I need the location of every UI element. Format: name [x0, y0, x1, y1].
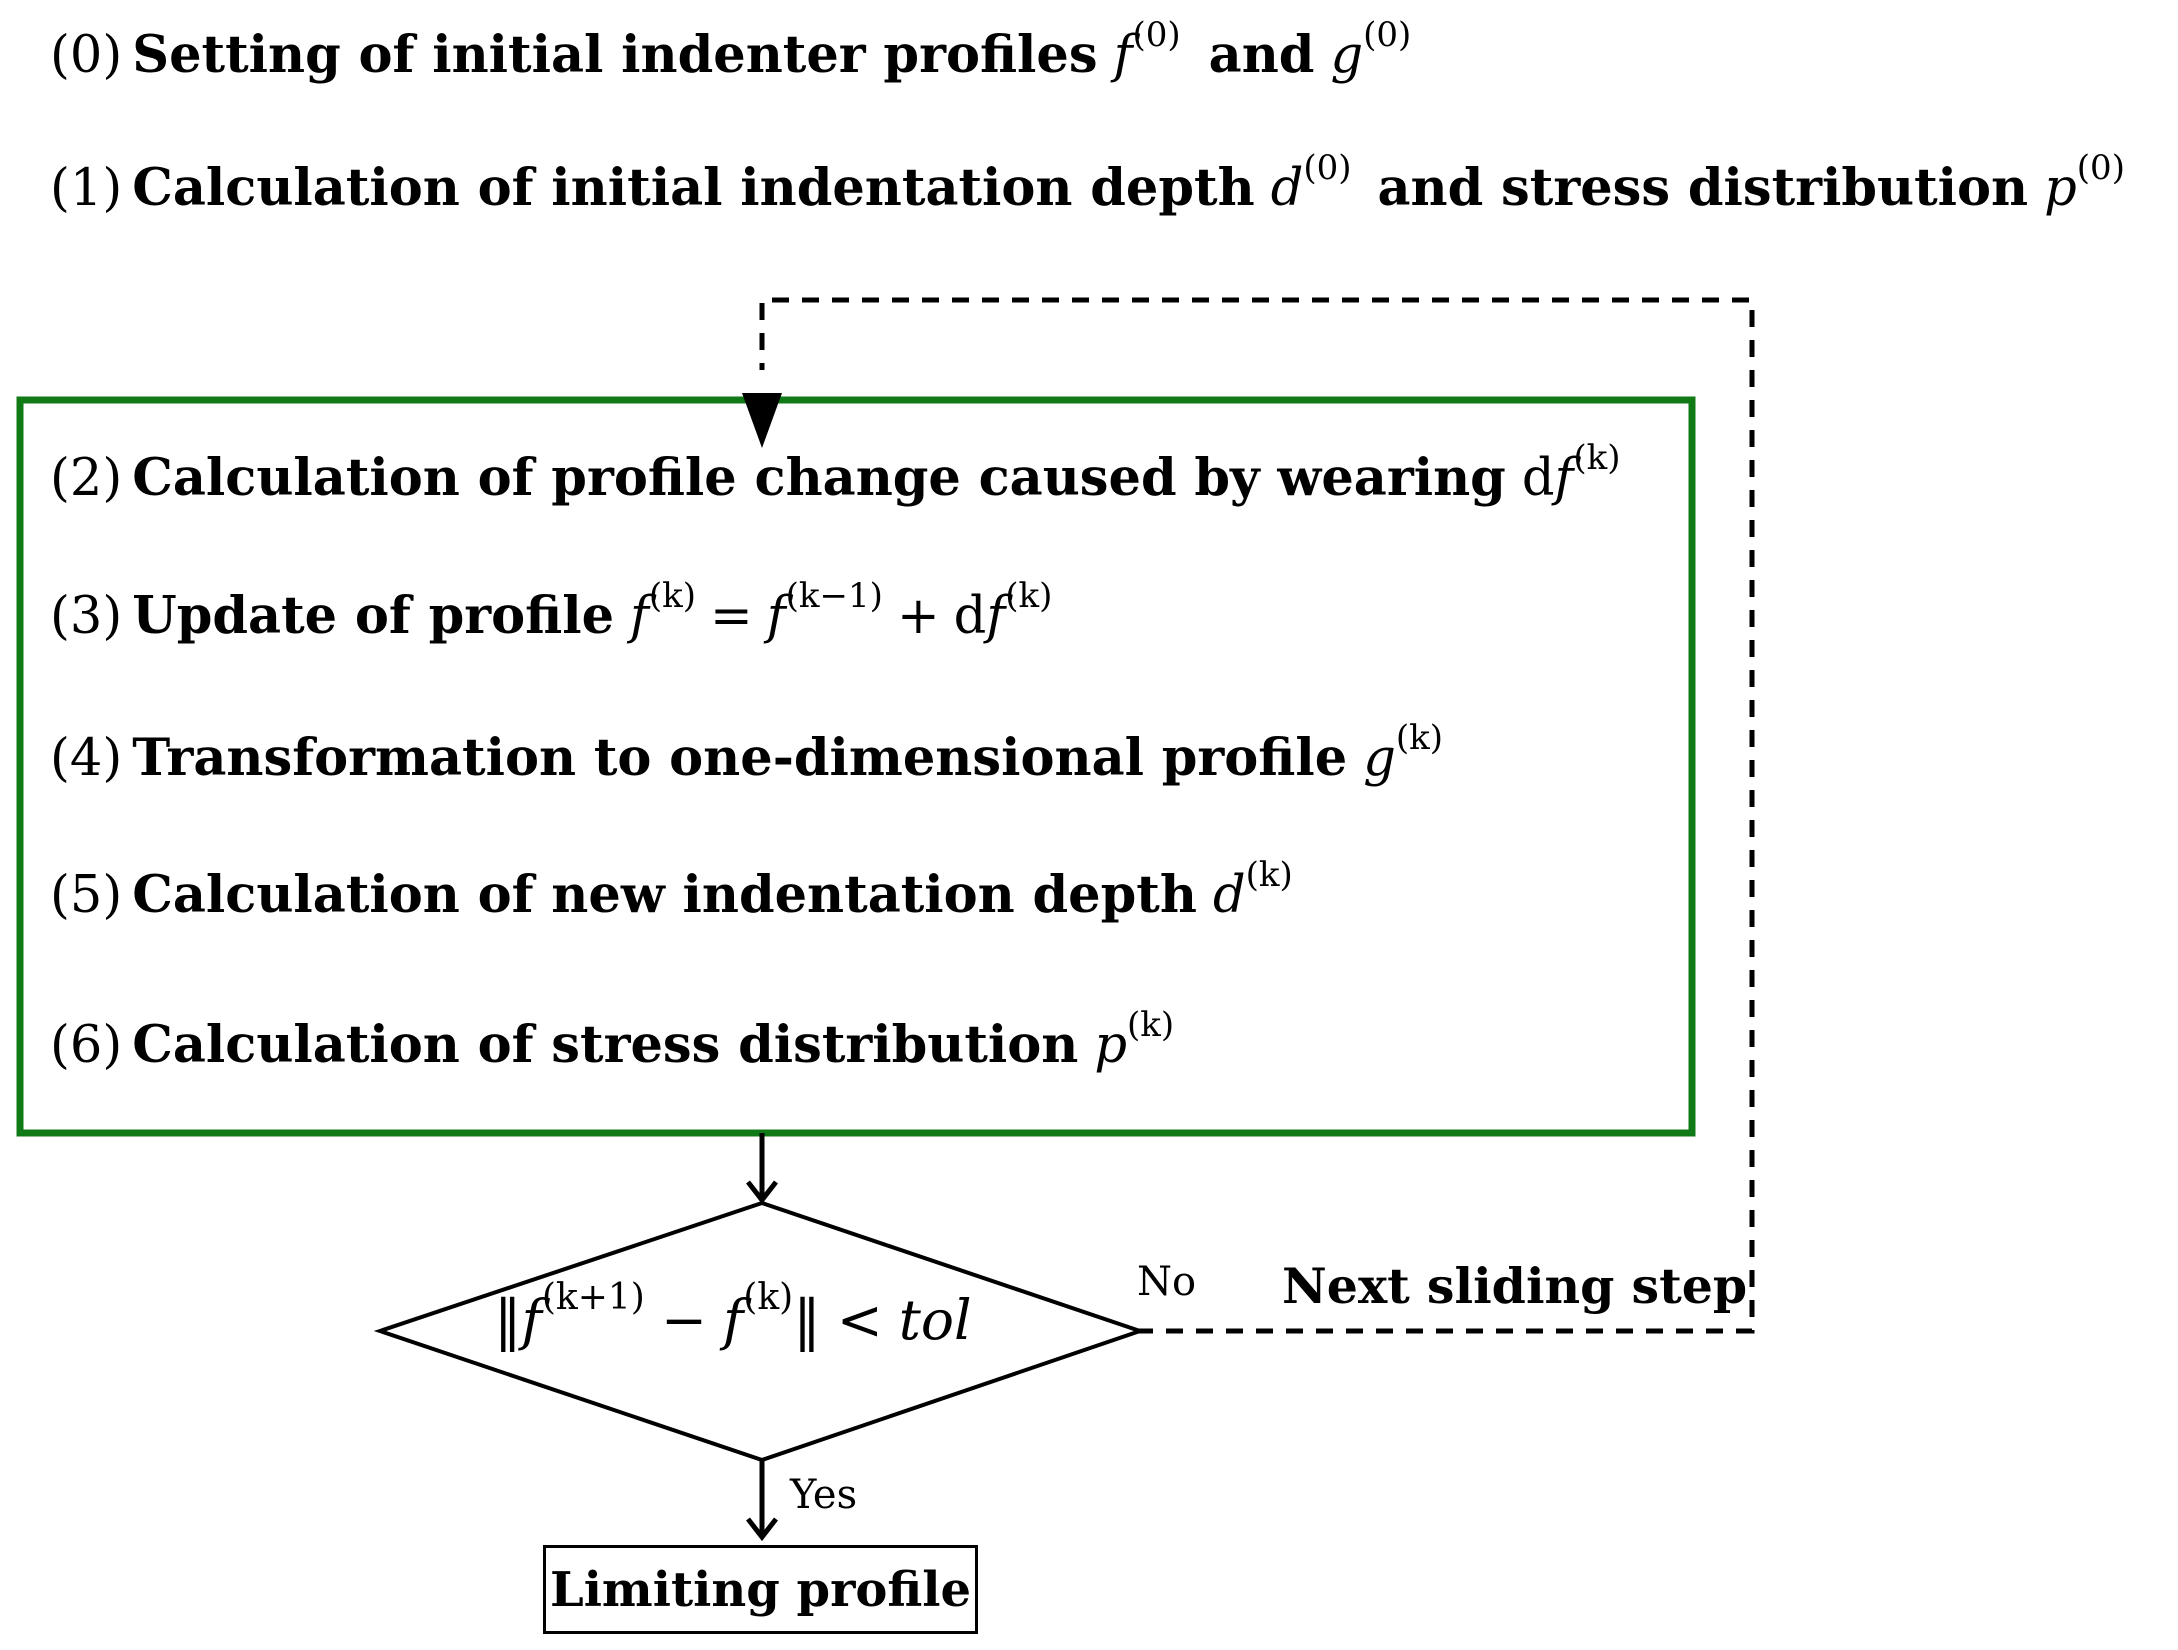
math-symbol: f: [766, 587, 786, 646]
feedback-arrowhead: [742, 393, 782, 448]
step-text: Transformation to one-dimensional profil…: [132, 728, 1348, 788]
step-math: p(k): [1094, 1008, 1174, 1075]
math-superscript: (k): [1005, 576, 1053, 616]
step-number: (1): [50, 159, 123, 218]
math-operator: <: [836, 1288, 883, 1352]
step-number: (3): [50, 587, 123, 646]
next-sliding-step-label: Next sliding step: [1282, 1257, 1748, 1315]
step-math: d(k): [1212, 858, 1293, 925]
step-number: (2): [50, 449, 123, 508]
math-symbol: f: [986, 587, 1006, 646]
step-text: Update of profile: [132, 586, 615, 646]
math-symbol: d: [1270, 159, 1304, 218]
math-symbol: f: [1113, 26, 1133, 85]
step-4: (4)Transformation to one-dimensional pro…: [50, 721, 1443, 784]
math-superscript: (0): [1363, 15, 1412, 55]
math-symbol: p: [1094, 1016, 1128, 1075]
norm-bar: ‖: [793, 1288, 821, 1352]
step-text: Calculation of new indentation depth: [132, 865, 1197, 925]
step-math: f(0): [1113, 18, 1181, 85]
step-2: (2)Calculation of profile change caused …: [50, 441, 1621, 504]
math-superscript: (k): [1395, 718, 1443, 758]
step-math: df(k): [1521, 441, 1621, 508]
convergence-condition: ‖f(k+1)−f(k)‖<tol: [494, 1280, 972, 1353]
norm-bar: ‖: [494, 1288, 522, 1352]
math-symbol: p: [2044, 159, 2077, 218]
limiting-profile-label: Limiting profile: [549, 1561, 972, 1618]
math-superscript: (k+1): [541, 1277, 645, 1318]
math-operator: =: [710, 587, 753, 646]
step-joiner: and stress distribution: [1377, 158, 2029, 218]
math-symbol: f: [1554, 449, 1574, 508]
step-number: (4): [50, 729, 123, 788]
math-superscript: (k): [743, 1277, 794, 1318]
step-number: (0): [50, 26, 123, 85]
math-differential: d: [1521, 449, 1555, 508]
math-symbol: f: [521, 1288, 542, 1352]
math-superscript: (0): [2076, 148, 2125, 188]
no-branch-label: No: [1137, 1259, 1197, 1305]
math-superscript: (k−1): [785, 576, 883, 616]
math-superscript: (0): [1132, 15, 1181, 55]
math-superscript: (k): [1245, 855, 1293, 895]
step-text: Setting of initial indenter profiles: [132, 25, 1098, 85]
step-math: g(0): [1330, 18, 1411, 85]
iteration-loop-box: [16, 396, 1696, 1137]
math-operator: +: [896, 587, 940, 646]
yes-branch-label: Yes: [790, 1472, 858, 1518]
math-symbol: g: [1363, 729, 1396, 788]
math-differential: d: [953, 587, 987, 646]
math-operator: −: [660, 1288, 707, 1352]
loop-to-decision-arrowhead: [746, 1180, 778, 1205]
step-text: Calculation of initial indentation depth: [132, 158, 1255, 218]
step-number: (5): [50, 866, 123, 925]
math-symbol: g: [1330, 26, 1364, 85]
step-text: Calculation of profile change caused by …: [132, 448, 1506, 508]
step-joiner: and: [1208, 25, 1315, 85]
step-math: g(k): [1363, 721, 1443, 788]
step-math: p(0): [2044, 151, 2125, 218]
step-1: (1)Calculation of initial indentation de…: [50, 151, 2125, 214]
math-superscript: (0): [1303, 148, 1352, 188]
limiting-profile-box: Limiting profile: [543, 1545, 978, 1634]
math-symbol: d: [1212, 866, 1246, 925]
decision-to-result-arrowhead: [746, 1517, 778, 1542]
math-symbol: f: [722, 1288, 744, 1352]
step-number: (6): [50, 1016, 123, 1075]
math-symbol: f: [630, 587, 649, 646]
tolerance-symbol: tol: [898, 1288, 972, 1352]
math-superscript: (k): [1127, 1005, 1175, 1045]
math-superscript: (k): [1573, 438, 1621, 478]
step-math: f(k)=f(k−1)+df(k): [630, 579, 1052, 646]
step-math: d(0): [1270, 151, 1352, 218]
math-superscript: (k): [648, 576, 697, 616]
step-text: Calculation of stress distribution: [132, 1015, 1079, 1075]
